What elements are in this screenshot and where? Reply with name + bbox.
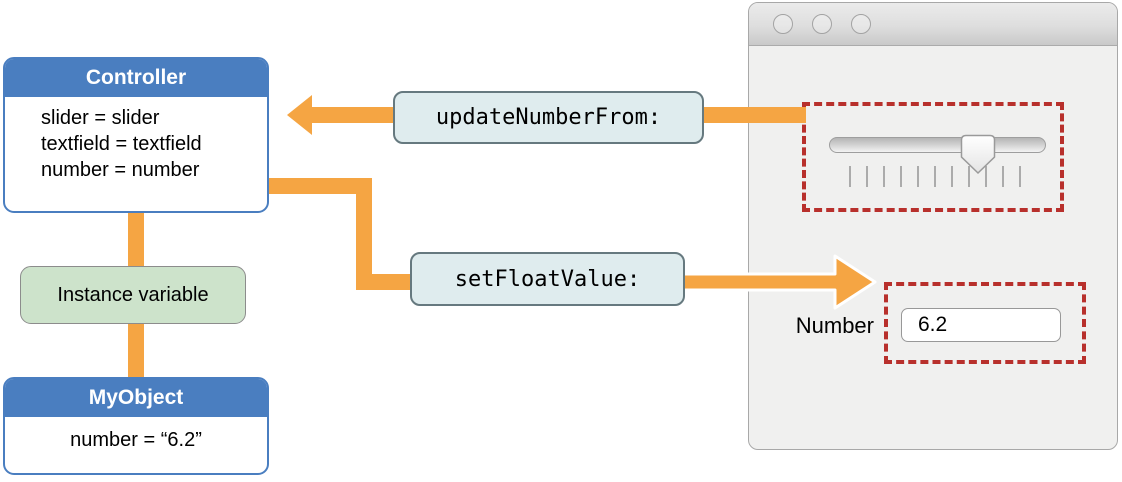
slider-thumb[interactable] bbox=[960, 134, 996, 175]
instance-variable-box: Instance variable bbox=[20, 266, 246, 324]
controller-body: slider = slider textfield = textfield nu… bbox=[5, 97, 267, 183]
app-window: Number bbox=[748, 2, 1118, 450]
myobject-box: MyObject number = “6.2” bbox=[3, 377, 269, 475]
slider-tick bbox=[968, 166, 970, 187]
slider-tick bbox=[1019, 166, 1021, 187]
slider-tick bbox=[900, 166, 902, 187]
slider-tick bbox=[866, 166, 868, 187]
close-button[interactable] bbox=[773, 14, 793, 34]
myobject-body: number = “6.2” bbox=[70, 429, 202, 451]
setfloat-arrow-segment-horizontal bbox=[266, 178, 372, 194]
setfloat-arrow-segment-vertical bbox=[356, 178, 372, 290]
set-float-value-label: setFloatValue: bbox=[410, 252, 685, 306]
number-input[interactable] bbox=[901, 308, 1061, 342]
controller-box: Controller slider = slider textfield = t… bbox=[3, 57, 269, 213]
number-field-label: Number bbox=[795, 313, 874, 338]
slider-tick bbox=[985, 166, 987, 187]
slider-track[interactable] bbox=[829, 137, 1046, 153]
slider-tick bbox=[849, 166, 851, 187]
slider-ticks bbox=[849, 166, 1021, 187]
slider-highlight-rect bbox=[802, 102, 1064, 212]
controller-line-number: number = number bbox=[41, 159, 200, 181]
controller-line-textfield: textfield = textfield bbox=[41, 133, 202, 155]
slider-tick bbox=[917, 166, 919, 187]
myobject-title: MyObject bbox=[5, 379, 267, 417]
zoom-button[interactable] bbox=[851, 14, 871, 34]
slider-tick bbox=[1002, 166, 1004, 187]
arrow-right-head-icon bbox=[680, 254, 877, 310]
number-field-highlight-rect bbox=[884, 282, 1086, 364]
minimize-button[interactable] bbox=[812, 14, 832, 34]
slider-tick bbox=[934, 166, 936, 187]
controller-title: Controller bbox=[5, 59, 267, 97]
arrow-left-head-icon bbox=[287, 95, 312, 135]
slider-tick bbox=[883, 166, 885, 187]
slider-tick bbox=[951, 166, 953, 187]
controller-line-slider: slider = slider bbox=[41, 107, 160, 129]
update-number-from-label: updateNumberFrom: bbox=[393, 91, 704, 144]
window-titlebar[interactable] bbox=[749, 3, 1117, 46]
